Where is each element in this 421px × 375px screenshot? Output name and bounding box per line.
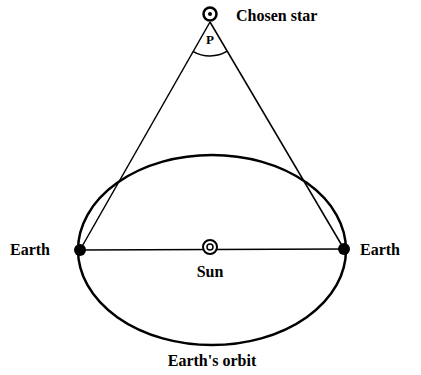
- sight-line: [210, 22, 344, 249]
- earth-label: Earth: [10, 241, 50, 259]
- sun-label: Sun: [197, 263, 224, 281]
- star-symbol: [204, 8, 217, 21]
- star-core: [208, 12, 212, 16]
- sun-core: [207, 244, 213, 250]
- orbit-label: Earth's orbit: [168, 352, 256, 370]
- parallax-angle-arc: [193, 51, 228, 56]
- earth-dot: [74, 244, 86, 256]
- earth-label: Earth: [360, 241, 400, 259]
- angle-label: P: [206, 33, 214, 47]
- earth-dot: [338, 243, 350, 255]
- sun-symbol: [203, 240, 217, 254]
- star-label: Chosen star: [236, 7, 317, 25]
- sight-line: [80, 22, 210, 250]
